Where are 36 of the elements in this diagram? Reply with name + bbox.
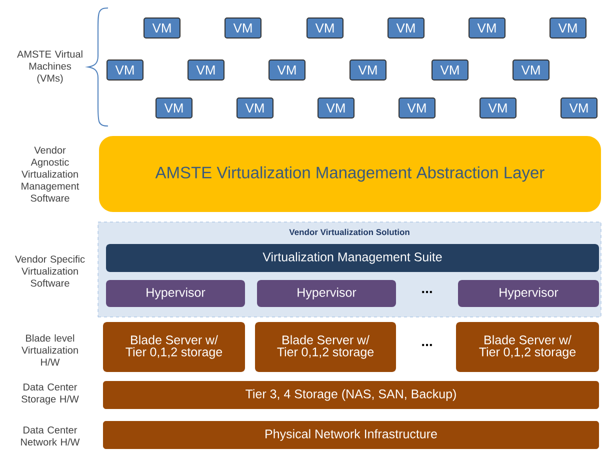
vm-box: VM — [350, 60, 386, 80]
abstraction-layer-box: AMSTE Virtualization Management Abstraction Layer — [99, 136, 601, 212]
blade-server-box: Blade Server w/ Tier 0,1,2 storage — [103, 322, 245, 372]
ellipsis: ... — [422, 290, 432, 294]
vm-box: VM — [224, 18, 262, 38]
side-label: Data Center Storage H/W — [22, 383, 79, 405]
vm-box: VM — [268, 60, 306, 80]
blade-server-box: Blade Server w/ Tier 0,1,2 storage — [255, 322, 396, 372]
side-label: Vendor Specific Virtualization Software — [15, 255, 85, 287]
vm-box: VM — [560, 98, 598, 118]
hypervisor-box: Hypervisor — [106, 280, 245, 307]
vm-box: VM — [306, 18, 344, 38]
vm-box: VM — [106, 60, 144, 80]
layer-bar: Tier 3, 4 Storage (NAS, SAN, Backup) — [103, 381, 599, 409]
vm-box: VM — [432, 60, 468, 80]
side-label: Data Center Network H/W — [21, 426, 80, 446]
vm-box: VM — [188, 60, 224, 80]
layer-bar: Physical Network Infrastructure — [103, 421, 599, 449]
vm-box: VM — [468, 18, 506, 38]
side-label: Vendor Agnostic Virtualization Management Software — [22, 146, 80, 202]
vm-box: VM — [480, 98, 516, 118]
management-suite-bar: Virtualization Management Suite — [106, 244, 599, 272]
vm-box: VM — [388, 18, 424, 38]
ellipsis: ... — [422, 344, 432, 346]
vm-box: VM — [236, 98, 274, 118]
hypervisor-box: Hypervisor — [458, 280, 599, 307]
vm-box: VM — [550, 18, 586, 38]
side-label: AMSTE Virtual Machines (VMs) — [17, 50, 82, 84]
side-label: Blade level Virtualization H/W — [22, 334, 78, 366]
hypervisor-box: Hypervisor — [257, 280, 396, 307]
blade-server-box: Blade Server w/ Tier 0,1,2 storage — [456, 322, 599, 372]
vm-box: VM — [398, 98, 436, 118]
vm-box: VM — [156, 98, 192, 118]
vm-box: VM — [318, 98, 354, 118]
vm-box: VM — [512, 60, 550, 80]
vm-box: VM — [144, 18, 180, 38]
